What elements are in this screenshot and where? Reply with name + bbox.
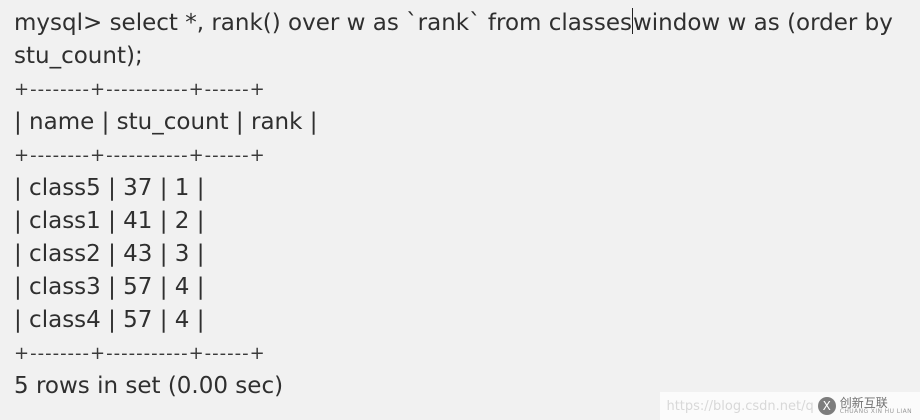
query-text-part-1: mysql> select *, rank() over w as `rank`… xyxy=(14,10,632,36)
result-summary: 5 rows in set (0.00 sec) xyxy=(14,373,284,399)
table-row: | class2 | 43 | 3 | xyxy=(14,241,205,267)
watermark: https://blog.csdn.net/q X 创新互联 CHUANG XI… xyxy=(660,392,920,420)
table-row: | class3 | 57 | 4 | xyxy=(14,274,205,300)
brand-logo-text: 创新互联 CHUANG XIN HU LIAN xyxy=(840,397,912,415)
table-header-row: | name | stu_count | rank | xyxy=(14,109,318,135)
table-row: | class4 | 57 | 4 | xyxy=(14,307,205,333)
brand-name-cn: 创新互联 xyxy=(839,396,888,410)
table-row: | class1 | 41 | 2 | xyxy=(14,208,205,234)
query-line-1: mysql> select *, rank() over w as `rank`… xyxy=(14,7,920,40)
table-header-separator: +--------+-----------+------+ xyxy=(14,145,266,166)
brand-logo: X 创新互联 CHUANG XIN HU LIAN xyxy=(817,397,912,415)
table-bottom-separator: +--------+-----------+------+ xyxy=(14,343,266,364)
table-top-separator: +--------+-----------+------+ xyxy=(14,79,266,100)
text-cursor xyxy=(631,8,633,34)
x-circle-icon: X xyxy=(817,397,836,415)
watermark-url: https://blog.csdn.net/q xyxy=(666,398,814,414)
brand-name-en: CHUANG XIN HU LIAN xyxy=(839,408,912,415)
query-text-part-2: window w as (order by xyxy=(632,10,893,36)
table-row: | class5 | 37 | 1 | xyxy=(14,175,205,201)
query-line-2: stu_count); xyxy=(14,43,143,69)
